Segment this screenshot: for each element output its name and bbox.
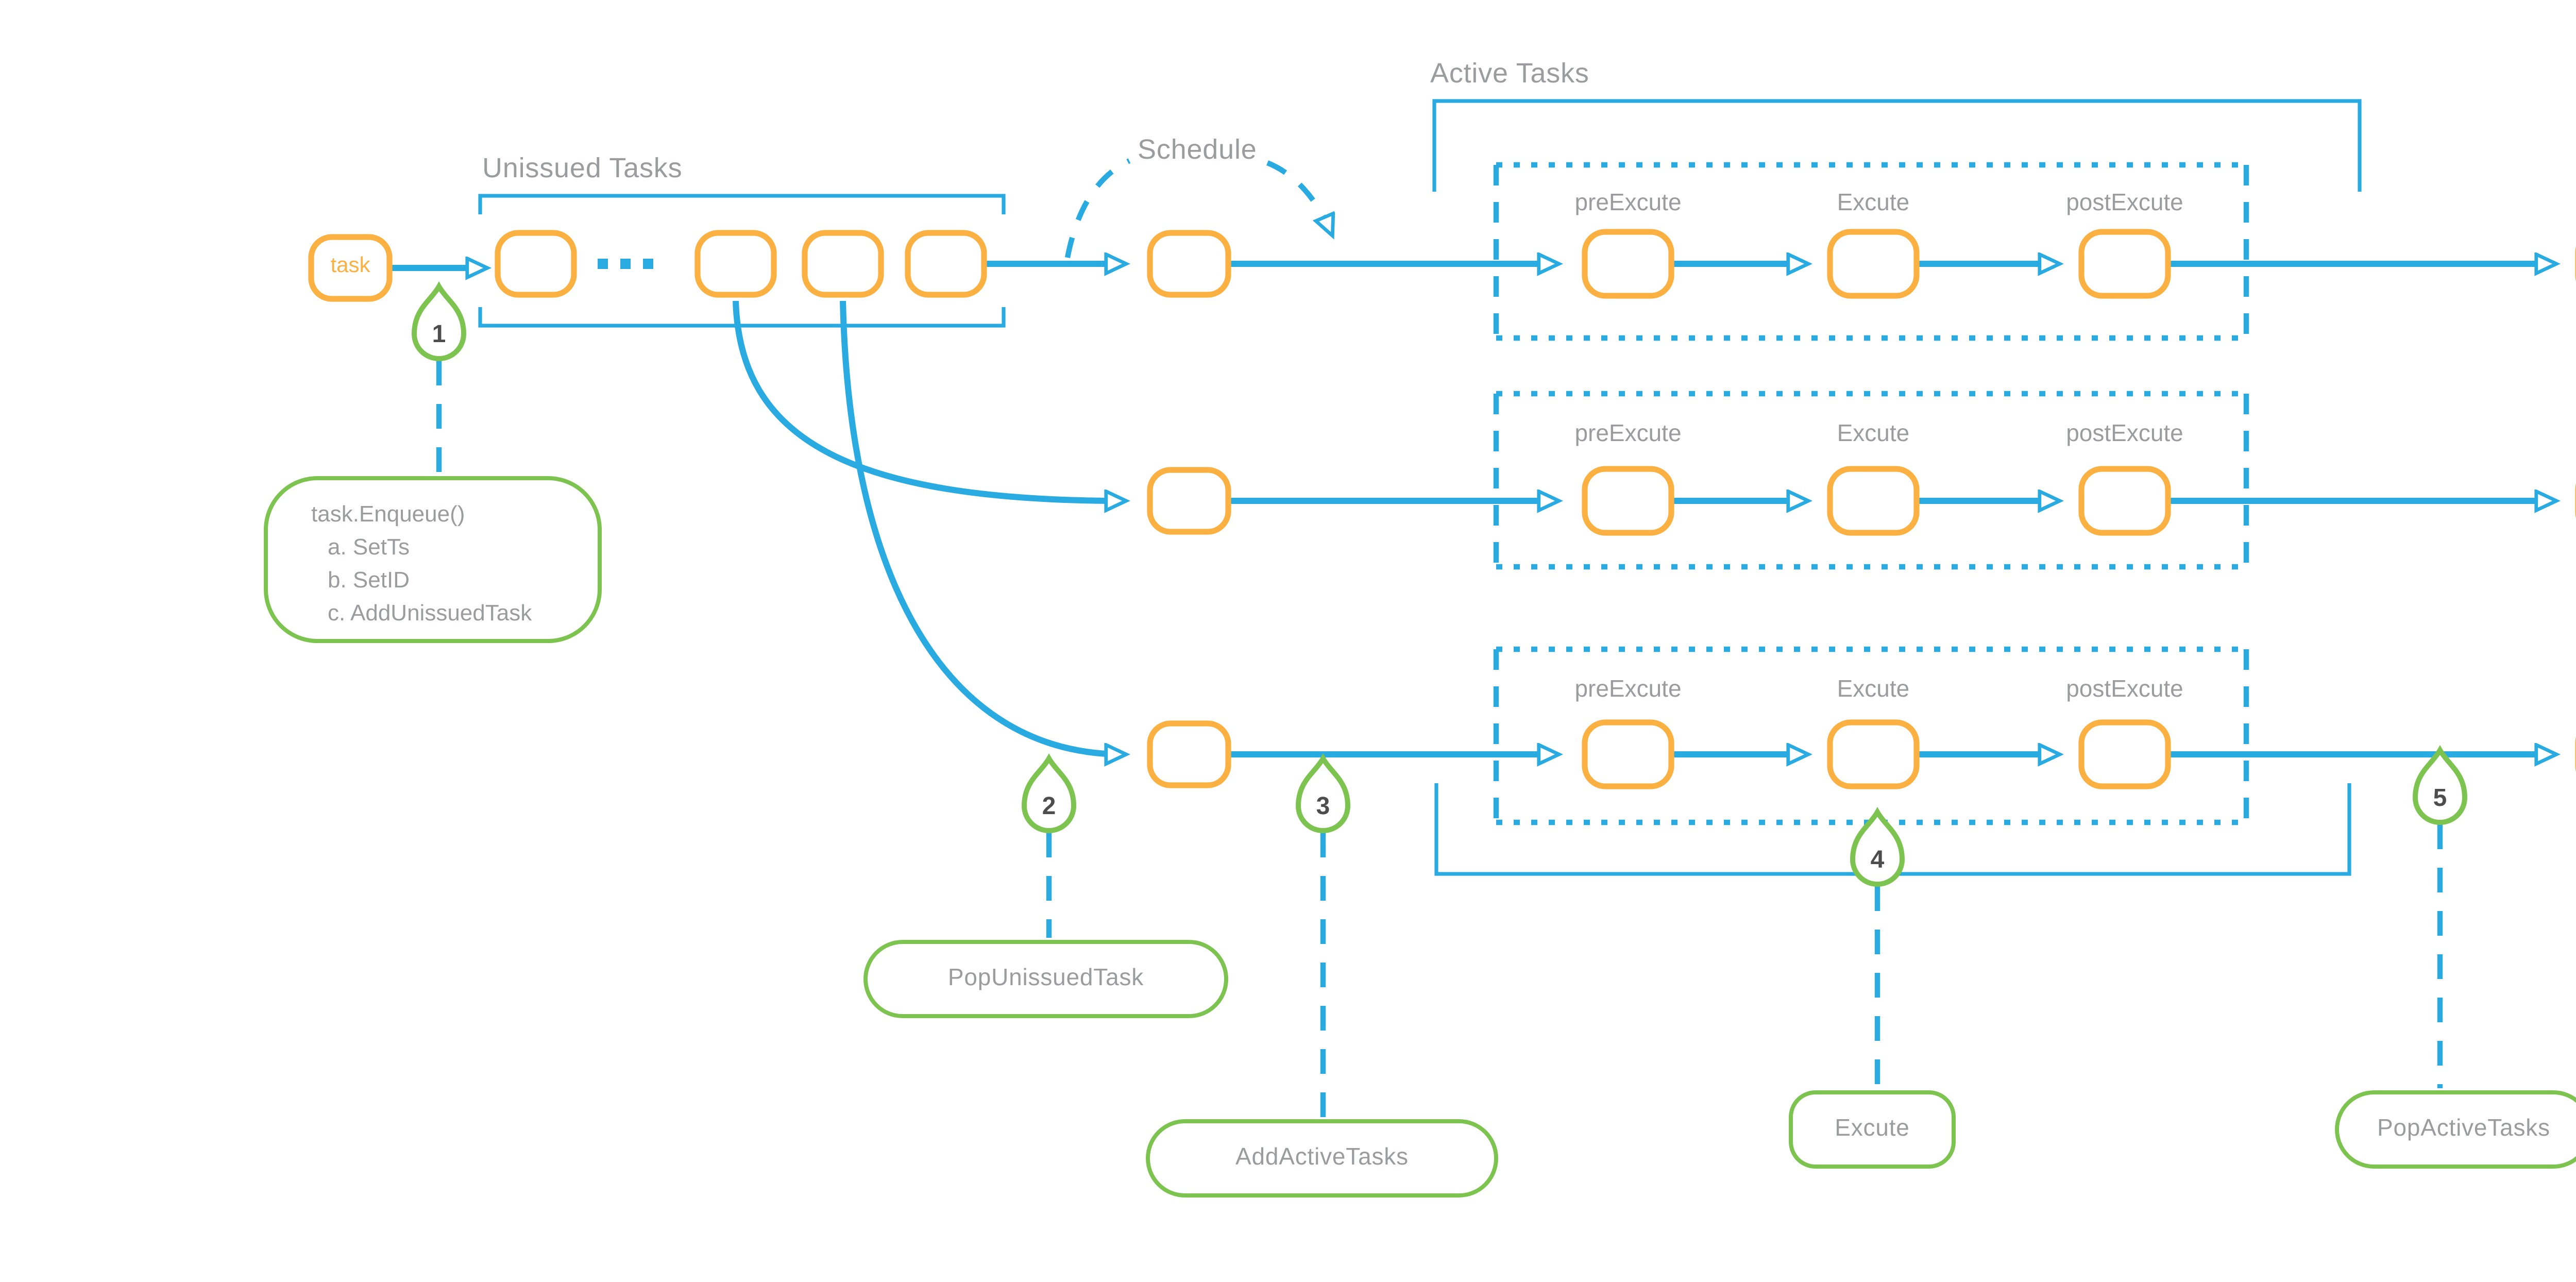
annotation-excute-text: Excute bbox=[1835, 1117, 1910, 1142]
unissued-tasks-bracket bbox=[478, 194, 1006, 328]
stage-label-postexcute-row2: postExcute bbox=[2066, 423, 2183, 447]
marker-number-1: 1 bbox=[432, 319, 446, 348]
excute-node-row1 bbox=[1827, 229, 1920, 299]
queue-node-4 bbox=[905, 230, 987, 298]
task-source-node bbox=[308, 234, 393, 302]
active-task-dashed-box-row2 bbox=[1493, 391, 2249, 570]
schedule-gesture-arcs bbox=[1064, 158, 1331, 258]
teardrop-marker-3 bbox=[1295, 753, 1351, 833]
arrow-queue-to-row3-curve bbox=[840, 300, 1123, 754]
marker-number-2: 2 bbox=[1042, 791, 1056, 820]
stage-label-preexcute-row3: preExcute bbox=[1574, 678, 1682, 703]
teardrop-marker-4 bbox=[1850, 806, 1905, 887]
flow-arrows bbox=[392, 264, 2553, 754]
postexcute-node-row3 bbox=[2078, 719, 2171, 789]
schedule-arc-right-arrow bbox=[1266, 160, 1331, 233]
annotation-popactivetasks: PopActiveTasks bbox=[2335, 1090, 2576, 1169]
queue-node-2 bbox=[694, 230, 777, 298]
marker-number-4: 4 bbox=[1870, 845, 1885, 874]
annotation-popunissuedtask-text: PopUnissuedTask bbox=[947, 967, 1144, 991]
annotation-line-setid: b. SetID bbox=[328, 569, 410, 594]
stage-label-postexcute-row3: postExcute bbox=[2066, 678, 2183, 703]
active-task-dashed-box-row1 bbox=[1493, 162, 2249, 341]
scheduled-node-row2 bbox=[1147, 467, 1231, 535]
annotation-line-setts: a. SetTs bbox=[328, 536, 410, 561]
arrow-queue-to-row2-curve bbox=[733, 300, 1123, 501]
marker-number-3: 3 bbox=[1316, 791, 1330, 820]
annotation-line-addunissuedtask: c. AddUnissuedTask bbox=[328, 602, 532, 627]
queue-node-3 bbox=[802, 230, 884, 298]
annotation-task-enqueue: task.Enqueue() a. SetTs b. SetID c. AddU… bbox=[264, 476, 602, 643]
annotation-popunissuedtask: PopUnissuedTask bbox=[863, 940, 1228, 1018]
excute-node-row3 bbox=[1827, 719, 1920, 789]
marker-number-5: 5 bbox=[2433, 783, 2447, 812]
queue-ellipsis-dots bbox=[598, 259, 653, 269]
annotation-popactivetasks-text: PopActiveTasks bbox=[2377, 1117, 2550, 1142]
excute-node-row2 bbox=[1827, 466, 1920, 536]
stage-label-postexcute-row1: postExcute bbox=[2066, 192, 2183, 216]
marker-connector-lines bbox=[436, 361, 2443, 1117]
active-bracket-top bbox=[1432, 99, 2362, 192]
stage-label-excute-row1: Excute bbox=[1837, 192, 1910, 216]
postexcute-node-row2 bbox=[2078, 466, 2171, 536]
task-node-label: task bbox=[330, 254, 370, 278]
schedule-label: Schedule bbox=[1138, 134, 1257, 165]
schedule-arc-left bbox=[1064, 158, 1131, 258]
preexcute-node-row3 bbox=[1582, 719, 1674, 789]
queue-node-1 bbox=[495, 230, 577, 298]
teardrop-marker-1 bbox=[411, 281, 467, 361]
annotation-excute: Excute bbox=[1789, 1090, 1956, 1169]
teardrop-marker-2 bbox=[1021, 753, 1077, 833]
postexcute-node-row1 bbox=[2078, 229, 2171, 299]
unissued-bracket-bottom bbox=[478, 307, 1006, 328]
stage-label-excute-row2: Excute bbox=[1837, 423, 1910, 447]
teardrop-marker-5 bbox=[2412, 745, 2468, 825]
preexcute-node-row1 bbox=[1582, 229, 1674, 299]
teardrop-markers bbox=[411, 281, 2468, 887]
active-tasks-label: Active Tasks bbox=[1430, 58, 1589, 89]
scheduled-node-row3 bbox=[1147, 720, 1231, 788]
scheduled-node-row1 bbox=[1147, 230, 1231, 298]
annotation-addactivetasks-text: AddActiveTasks bbox=[1235, 1146, 1409, 1171]
annotation-line-enqueue: task.Enqueue() bbox=[311, 503, 465, 528]
stage-label-preexcute-row2: preExcute bbox=[1574, 423, 1682, 447]
stage-label-preexcute-row1: preExcute bbox=[1574, 192, 1682, 216]
annotation-addactivetasks: AddActiveTasks bbox=[1146, 1119, 1498, 1197]
unissued-bracket-top bbox=[478, 194, 1006, 214]
stage-label-excute-row3: Excute bbox=[1837, 678, 1910, 703]
task-nodes bbox=[308, 229, 2576, 789]
preexcute-node-row2 bbox=[1582, 466, 1674, 536]
active-task-dashed-box-row3 bbox=[1493, 646, 2249, 825]
unissued-tasks-label: Unissued Tasks bbox=[482, 153, 683, 183]
